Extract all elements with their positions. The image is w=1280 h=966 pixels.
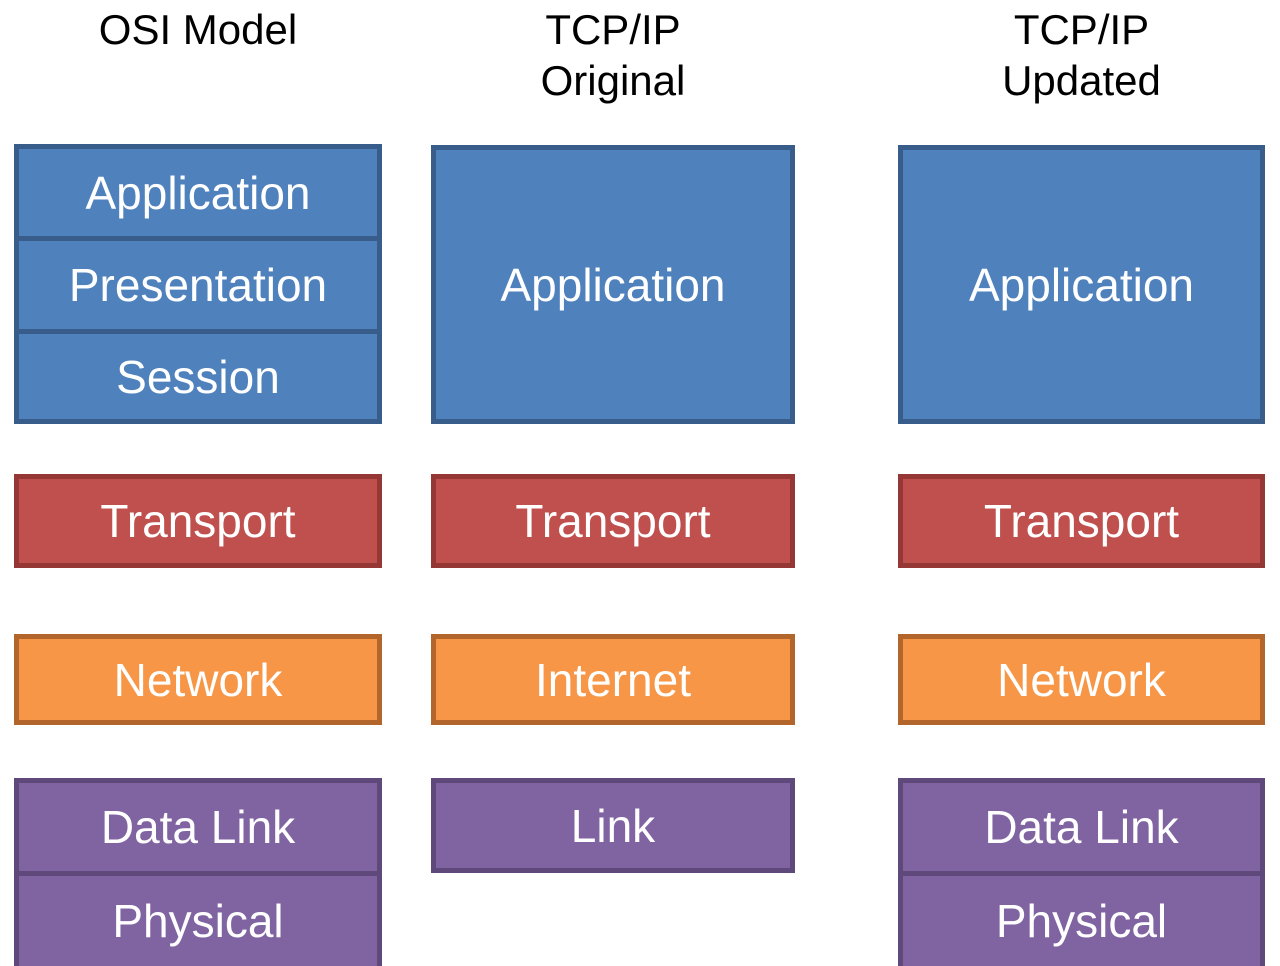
- layer-box-tcpip-original-internet: Internet: [431, 634, 795, 725]
- column-title-tcpip-original: TCP/IP Original: [540, 6, 686, 105]
- layer-box-osi-data-link: Data Link: [14, 778, 382, 874]
- layer-box-osi-session: Session: [14, 332, 382, 424]
- layer-label-tcpip-original-link: Link: [570, 799, 656, 852]
- layer-label-osi-data-link: Data Link: [100, 801, 296, 853]
- layer-box-osi-transport: Transport: [14, 474, 382, 568]
- layer-box-tcpip-original-application: Application: [431, 145, 795, 424]
- layer-label-tcpip-updated-data-link: Data Link: [984, 801, 1179, 853]
- layer-label-tcpip-original-transport: Transport: [515, 495, 711, 547]
- layer-box-tcpip-updated-transport: Transport: [898, 474, 1265, 568]
- column-title-osi-model: OSI Model: [98, 6, 298, 53]
- layer-label-tcpip-original-application: Application: [500, 258, 726, 311]
- layer-label-tcpip-updated-physical: Physical: [995, 895, 1168, 947]
- layer-label-tcpip-updated-network: Network: [997, 653, 1166, 706]
- layer-label-osi-physical: Physical: [112, 895, 284, 947]
- layer-label-osi-transport: Transport: [100, 495, 296, 547]
- layer-box-osi-physical: Physical: [14, 874, 382, 966]
- layer-box-tcpip-updated-application: Application: [898, 145, 1265, 424]
- column-title-tcpip-updated: TCP/IP Updated: [1002, 6, 1161, 105]
- layer-label-tcpip-updated-transport: Transport: [983, 495, 1180, 547]
- layer-label-osi-presentation: Presentation: [68, 259, 328, 311]
- layer-label-osi-network: Network: [113, 653, 283, 706]
- layer-box-tcpip-updated-physical: Physical: [898, 874, 1265, 966]
- layer-box-osi-network: Network: [14, 634, 382, 725]
- layer-box-tcpip-original-link: Link: [431, 778, 795, 873]
- layer-label-tcpip-updated-application: Application: [968, 258, 1195, 311]
- layer-box-tcpip-original-transport: Transport: [431, 474, 795, 568]
- layer-box-tcpip-updated-network: Network: [898, 634, 1265, 725]
- layer-label-osi-application: Application: [85, 166, 311, 219]
- layer-box-osi-application: Application: [14, 144, 382, 239]
- layer-box-tcpip-updated-data-link: Data Link: [898, 778, 1265, 874]
- layer-box-osi-presentation: Presentation: [14, 239, 382, 332]
- layer-label-tcpip-original-internet: Internet: [535, 653, 691, 706]
- layer-label-osi-session: Session: [116, 350, 280, 403]
